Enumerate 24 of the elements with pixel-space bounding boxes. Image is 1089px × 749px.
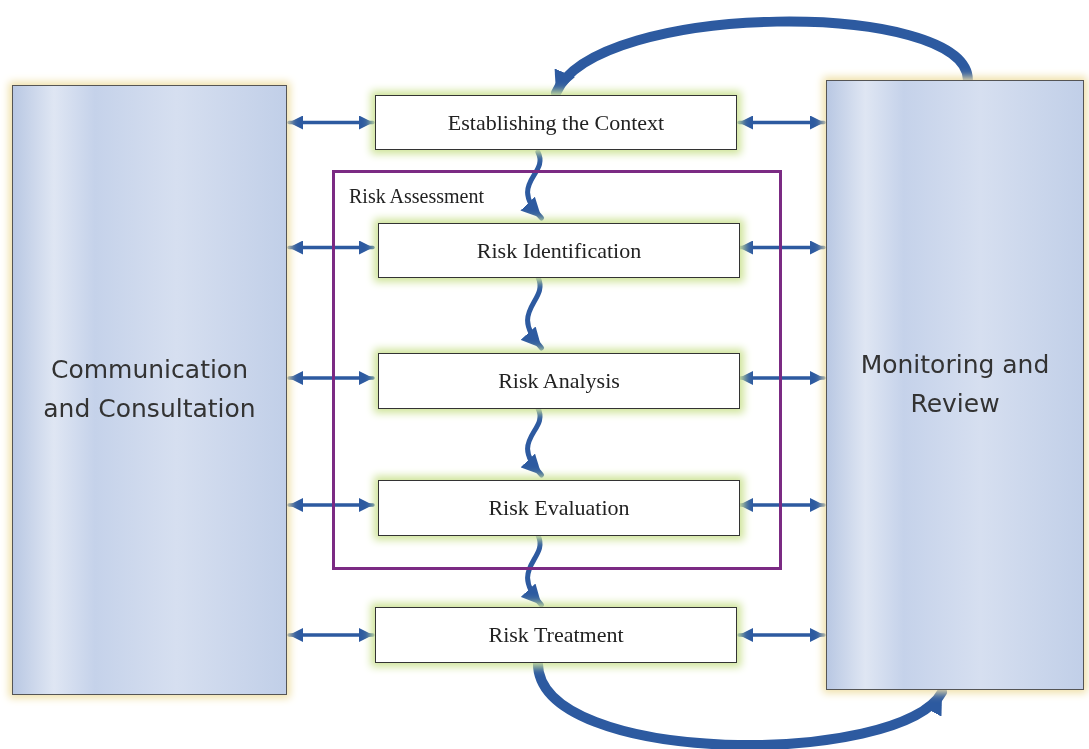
box-label: Communication and Consultation bbox=[42, 354, 257, 425]
box-label: Risk Evaluation bbox=[488, 495, 630, 521]
arrow bbox=[520, 149, 544, 221]
box-label: Risk Identification bbox=[476, 237, 642, 264]
box-label: Risk Treatment bbox=[488, 622, 624, 648]
process-box bbox=[375, 607, 737, 663]
arrow bbox=[287, 371, 375, 385]
arrow bbox=[287, 498, 375, 512]
box-label: Establishing the Context bbox=[447, 109, 665, 136]
box-label: Monitoring and Review bbox=[859, 349, 1051, 420]
process-box bbox=[378, 223, 740, 278]
arrow bbox=[287, 115, 375, 130]
process-box bbox=[375, 95, 737, 150]
side-panel bbox=[826, 80, 1084, 690]
process-box bbox=[378, 480, 740, 536]
group-frame bbox=[332, 170, 782, 570]
side-panel bbox=[12, 85, 287, 695]
box-label: Risk Analysis bbox=[498, 368, 620, 394]
arrow bbox=[287, 240, 375, 255]
arrow bbox=[737, 115, 826, 130]
process-box bbox=[378, 353, 740, 409]
group-heading: Risk Assessment bbox=[349, 185, 485, 208]
arrow bbox=[737, 628, 826, 642]
arrow bbox=[287, 628, 375, 642]
